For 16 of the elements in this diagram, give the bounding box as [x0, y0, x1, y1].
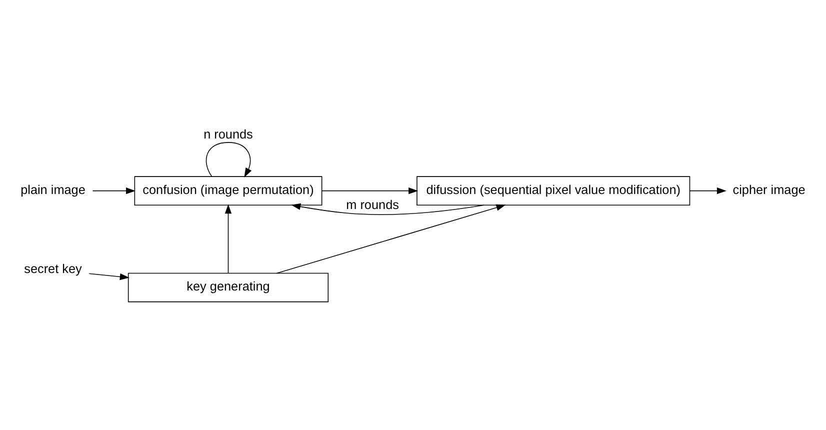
arrow	[690, 187, 726, 194]
node-box: difussion (sequential pixel value modification)	[416, 176, 690, 206]
node-text: secret key	[24, 262, 82, 276]
edge-label: n rounds	[204, 127, 253, 142]
arrow	[276, 204, 506, 274]
arrow	[206, 142, 252, 178]
node-box: confusion (image permutation)	[134, 176, 322, 206]
arrow	[92, 187, 136, 194]
node-text: cipher image	[732, 182, 806, 197]
arrow	[88, 273, 130, 280]
arrow	[322, 187, 418, 194]
node-text: plain image	[20, 182, 86, 197]
edge-label: m rounds	[346, 198, 399, 212]
node-box: key generating	[128, 272, 329, 302]
arrow	[224, 204, 232, 274]
arrow	[291, 203, 484, 215]
